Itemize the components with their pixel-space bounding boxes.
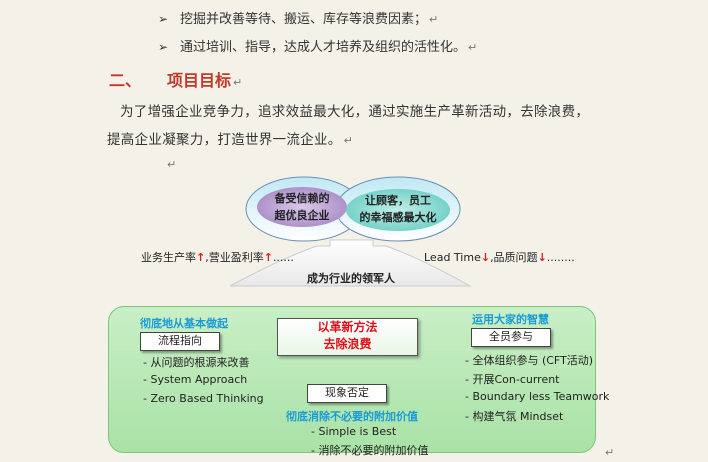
right-metric: Lead Time↓,品质问题↓........ — [424, 251, 575, 264]
left-list-item: - System Approach — [143, 373, 248, 386]
left-metric: 业务生产率↑,营业盈利率↑...... — [141, 251, 294, 264]
down-arrow-icon: ↓ — [537, 251, 547, 264]
right-list-item: - 构建气氛 Mindset — [465, 410, 564, 423]
bottom-section-label: 彻底消除不必要的附加价值 — [286, 410, 418, 423]
paragraph-mark-icon: ↵ — [429, 13, 439, 26]
right-list-item: - Boundary less Teamwork — [465, 390, 610, 403]
paragraph-mark-icon: ↵ — [468, 41, 478, 54]
bullet-item-1: ➢ 挖掘并改善等待、搬运、库存等浪费因素；↵ — [158, 8, 438, 27]
right-section-box: 全员参与 — [471, 328, 551, 347]
bottom-list-item: - Simple is Best — [311, 425, 397, 438]
bottom-list-item: - 消除不必要的附加价值 — [311, 444, 429, 457]
ellipse-left-label: 备受信赖的 超优良企业 — [274, 192, 330, 222]
paragraph-mark-icon: ↵ — [167, 158, 177, 171]
paragraph-mark-icon: ↵ — [343, 134, 354, 147]
bullet-text: 挖掘并改善等待、搬运、库存等浪费因素； — [180, 12, 428, 27]
right-list-item: - 开展Con-current — [465, 373, 560, 386]
down-arrow-icon: ↓ — [480, 251, 491, 264]
ellipse-right-inner — [346, 189, 450, 231]
bottom-section-box: 现象否定 — [307, 384, 387, 403]
left-section-label: 彻底地从基本做起 — [140, 317, 228, 330]
ellipse-right-label: 让顾客，员工 的幸福感最大化 — [359, 194, 437, 224]
paragraph-line-1: 为了增强企业竞争力，追求效益最大化，通过实施生产革新活动，去除浪费， — [120, 104, 590, 120]
paragraph-mark-icon: ↵ — [605, 446, 615, 459]
leader-arrow-shape — [229, 239, 472, 287]
right-list-item: - 全体组织参与 (CFT活动) — [465, 354, 594, 367]
bullet-item-2: ➢ 通过培训、指导，达成人才培养及组织的活性化。↵ — [158, 36, 477, 55]
leader-label: 成为行业的领军人 — [307, 272, 395, 285]
paragraph-line-2: 提高企业凝聚力，打造世界一流企业。↵ — [107, 132, 354, 148]
ellipse-left-inner — [257, 187, 347, 227]
right-section-label: 运用大家的智慧 — [472, 313, 549, 326]
section-title: 项目目标 — [167, 71, 232, 90]
up-arrow-icon: ↑ — [263, 251, 273, 264]
up-arrow-icon: ↑ — [196, 251, 206, 264]
arrow-bullet-icon: ➢ — [158, 40, 169, 54]
center-goal-box: 以革新方法 去除浪费 — [277, 318, 418, 356]
arrow-bullet-icon: ➢ — [158, 12, 169, 26]
bullet-text: 通过培训、指导，达成人才培养及组织的活性化。 — [180, 40, 467, 55]
left-list-item: - 从问题的根源来改善 — [143, 356, 250, 369]
left-list-item: - Zero Based Thinking — [143, 392, 264, 405]
left-section-box: 流程指向 — [140, 332, 220, 351]
section-heading: 二、 项目目标↵ — [109, 67, 242, 91]
section-number: 二、 — [109, 71, 142, 90]
paragraph-mark-icon: ↵ — [233, 76, 243, 89]
